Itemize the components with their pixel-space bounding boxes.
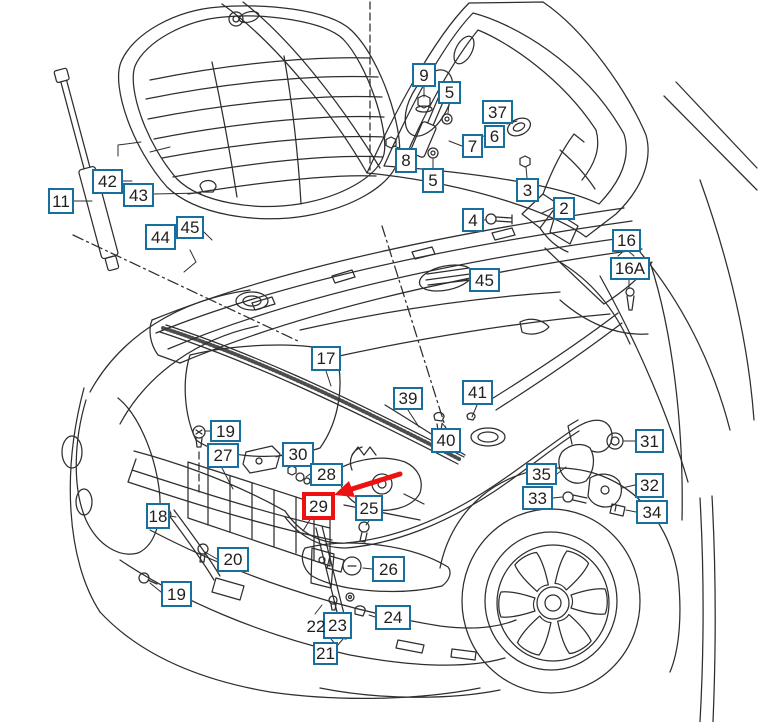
callout-45-2[interactable]: 45 [469, 268, 500, 292]
callout-39[interactable]: 39 [393, 387, 423, 410]
cowl-seal-strip [159, 324, 465, 465]
callout-40[interactable]: 40 [431, 428, 461, 453]
latch-and-cable [133, 419, 624, 640]
callout-42[interactable]: 42 [92, 169, 123, 194]
callout-3[interactable]: 3 [516, 178, 539, 202]
red-arrow-shaft [349, 471, 403, 492]
hood-insulation-pad [117, 5, 401, 220]
callout-26[interactable]: 26 [372, 556, 405, 582]
callout-18[interactable]: 18 [146, 503, 170, 529]
callout-29[interactable]: 29 [302, 492, 335, 520]
callout-8[interactable]: 8 [395, 148, 417, 173]
callout-43[interactable]: 43 [123, 183, 154, 207]
red-arrow-annotation [334, 471, 403, 497]
callout-2[interactable]: 2 [553, 197, 575, 220]
callout-45[interactable]: 45 [176, 216, 204, 239]
callout-33[interactable]: 33 [522, 486, 553, 510]
red-arrow-head [334, 481, 355, 497]
callout-9[interactable]: 9 [412, 63, 436, 87]
callout-34[interactable]: 34 [636, 500, 668, 524]
callout-28[interactable]: 28 [310, 463, 343, 486]
callout-20[interactable]: 20 [217, 547, 249, 572]
callout-17[interactable]: 17 [311, 346, 341, 371]
callout-27[interactable]: 27 [207, 443, 239, 468]
callout-16a[interactable]: 16A [610, 257, 650, 280]
callout-7[interactable]: 7 [462, 134, 483, 158]
callout-6[interactable]: 6 [484, 125, 505, 148]
construction-lines [72, 1, 453, 497]
callout-22: 22 [306, 616, 326, 636]
hood-panel [221, 1, 649, 238]
engine-bay [69, 261, 631, 613]
lock-carrier [127, 458, 333, 567]
callout-5-2[interactable]: 5 [422, 168, 444, 193]
callout-37[interactable]: 37 [482, 100, 513, 124]
gas-strut [53, 67, 120, 272]
callout-5[interactable]: 5 [438, 81, 461, 104]
callout-21[interactable]: 21 [313, 642, 338, 665]
callout-19[interactable]: 19 [210, 420, 241, 442]
callout-35[interactable]: 35 [526, 463, 557, 485]
callout-4[interactable]: 4 [462, 208, 484, 232]
callout-24[interactable]: 24 [375, 605, 411, 630]
callout-16[interactable]: 16 [612, 229, 641, 252]
callout-19-2[interactable]: 19 [161, 581, 192, 607]
callout-32[interactable]: 32 [635, 473, 664, 498]
body-side [599, 81, 758, 722]
callout-25[interactable]: 25 [355, 495, 383, 521]
callout-30[interactable]: 30 [282, 442, 314, 467]
callout-44[interactable]: 44 [145, 224, 176, 250]
callout-41[interactable]: 41 [462, 380, 493, 405]
callout-31[interactable]: 31 [635, 429, 664, 453]
callout-11[interactable]: 11 [48, 188, 74, 214]
leader-lines [73, 86, 637, 647]
callout-23[interactable]: 23 [323, 612, 352, 639]
